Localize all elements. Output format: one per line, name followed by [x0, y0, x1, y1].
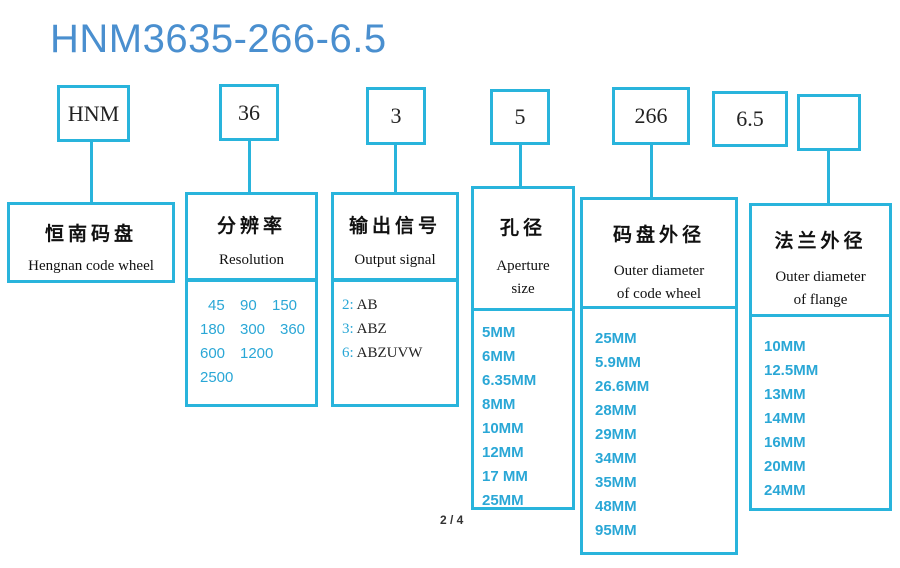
resolution-value: 300 [240, 321, 266, 338]
wheel-diameter-values: 25MM 5.9MM 26.6MM 28MM 29MM 34MM 35MM 48… [580, 306, 738, 555]
aperture-value: 8MM [482, 396, 516, 413]
flange-diameter-value: 12.5MM [764, 362, 819, 379]
connector-brand [90, 142, 93, 204]
flange-diameter-value: 13MM [764, 386, 806, 403]
aperture-value: 6MM [482, 348, 516, 365]
code-box-wheel-diameter: 266 [612, 87, 690, 145]
resolution-value: 2500 [200, 369, 234, 386]
connector-wheel-diameter [650, 145, 653, 199]
brand-header: 恒南码盘 Hengnan code wheel [7, 202, 175, 283]
wheel-diameter-value: 35MM [595, 474, 637, 491]
wheel-diameter-title-en2: of code wheel [616, 286, 702, 302]
aperture-value: 6.35MM [482, 372, 537, 389]
resolution-title-zh: 分辨率 [216, 215, 286, 237]
wheel-diameter-panel: 码盘外径 Outer diameter of code wheel 25MM 5… [580, 197, 738, 555]
flange-diameter-title-en2: of flange [793, 292, 848, 308]
connector-aperture [519, 145, 522, 188]
signal-item: 6: ABZUVW [342, 345, 423, 361]
wheel-diameter-title-en1: Outer diameter [613, 263, 705, 279]
aperture-value: 25MM [482, 492, 524, 509]
resolution-value: 45 [208, 297, 225, 314]
wheel-diameter-value: 26.6MM [595, 378, 650, 395]
flange-diameter-value: 20MM [764, 458, 806, 475]
signal-header: 输出信号 Output signal [331, 192, 459, 281]
wheel-diameter-value: 25MM [595, 330, 637, 347]
code-box-resolution: 36 [219, 84, 279, 141]
wheel-diameter-value: 5.9MM [595, 354, 641, 371]
aperture-title-zh: 孔径 [499, 217, 546, 239]
signal-title-en: Output signal [354, 252, 436, 268]
flange-diameter-title-zh: 法兰外径 [774, 230, 867, 252]
wheel-diameter-value: 29MM [595, 426, 637, 443]
brand-title-en: Hengnan code wheel [28, 258, 154, 274]
model-title: HNM3635-266-6.5 [50, 17, 387, 61]
wheel-diameter-value: 48MM [595, 498, 637, 515]
wheel-diameter-value: 34MM [595, 450, 637, 467]
aperture-value: 12MM [482, 444, 524, 461]
aperture-value: 5MM [482, 324, 516, 341]
brand-title-zh: 恒南码盘 [44, 223, 137, 245]
aperture-values: 5MM 6MM 6.35MM 8MM 10MM 12MM 17 MM 25MM [471, 308, 575, 510]
page-indicator: 2 / 4 [440, 513, 464, 527]
code-box-signal: 3 [366, 87, 426, 145]
connector-flange [827, 151, 830, 205]
aperture-title-en1: Aperture [496, 258, 550, 274]
code-box-aperture: 5 [490, 89, 550, 145]
resolution-panel: 分辨率 Resolution 45 90 150 180 300 360 600… [185, 192, 318, 407]
resolution-header: 分辨率 Resolution [185, 192, 318, 281]
resolution-values: 45 90 150 180 300 360 600 1200 2500 [185, 279, 318, 407]
resolution-title-en: Resolution [218, 252, 284, 268]
flange-diameter-header: 法兰外径 Outer diameter of flange [749, 203, 892, 317]
flange-diameter-value: 10MM [764, 338, 806, 355]
resolution-value: 600 [200, 345, 226, 362]
signal-title-zh: 输出信号 [348, 215, 441, 237]
signal-panel: 输出信号 Output signal 2: AB 3: ABZ 6: ABZUV… [331, 192, 459, 407]
resolution-value: 150 [272, 297, 298, 314]
flange-diameter-value: 24MM [764, 482, 806, 499]
signal-item: 2: AB [342, 297, 378, 313]
wheel-diameter-header: 码盘外径 Outer diameter of code wheel [580, 197, 738, 309]
aperture-value: 10MM [482, 420, 524, 437]
signal-values: 2: AB 3: ABZ 6: ABZUVW [331, 279, 459, 407]
code-box-flange-code: 6.5 [712, 91, 788, 147]
resolution-value: 360 [280, 321, 306, 338]
flange-diameter-value: 16MM [764, 434, 806, 451]
resolution-value: 90 [240, 297, 257, 314]
aperture-panel: 孔径 Aperture size 5MM 6MM 6.35MM 8MM 10MM… [471, 186, 575, 510]
wheel-diameter-title-zh: 码盘外径 [612, 224, 705, 246]
aperture-value: 17 MM [482, 468, 528, 485]
flange-diameter-value: 14MM [764, 410, 806, 427]
aperture-header: 孔径 Aperture size [471, 186, 575, 311]
connector-resolution [248, 141, 251, 194]
aperture-title-en2: size [511, 281, 535, 297]
connector-signal [394, 145, 397, 194]
wheel-diameter-value: 28MM [595, 402, 637, 419]
resolution-value: 1200 [240, 345, 274, 362]
signal-item: 3: ABZ [342, 321, 387, 337]
flange-diameter-title-en1: Outer diameter [775, 269, 866, 285]
resolution-value: 180 [200, 321, 226, 338]
flange-diameter-panel: 法兰外径 Outer diameter of flange 10MM 12.5M… [749, 203, 892, 511]
code-box-brand: HNM [57, 85, 130, 142]
flange-diameter-values: 10MM 12.5MM 13MM 14MM 16MM 20MM 24MM [749, 314, 892, 511]
code-box-blank [797, 94, 861, 151]
wheel-diameter-value: 95MM [595, 522, 637, 539]
brand-panel: 恒南码盘 Hengnan code wheel [7, 202, 175, 283]
